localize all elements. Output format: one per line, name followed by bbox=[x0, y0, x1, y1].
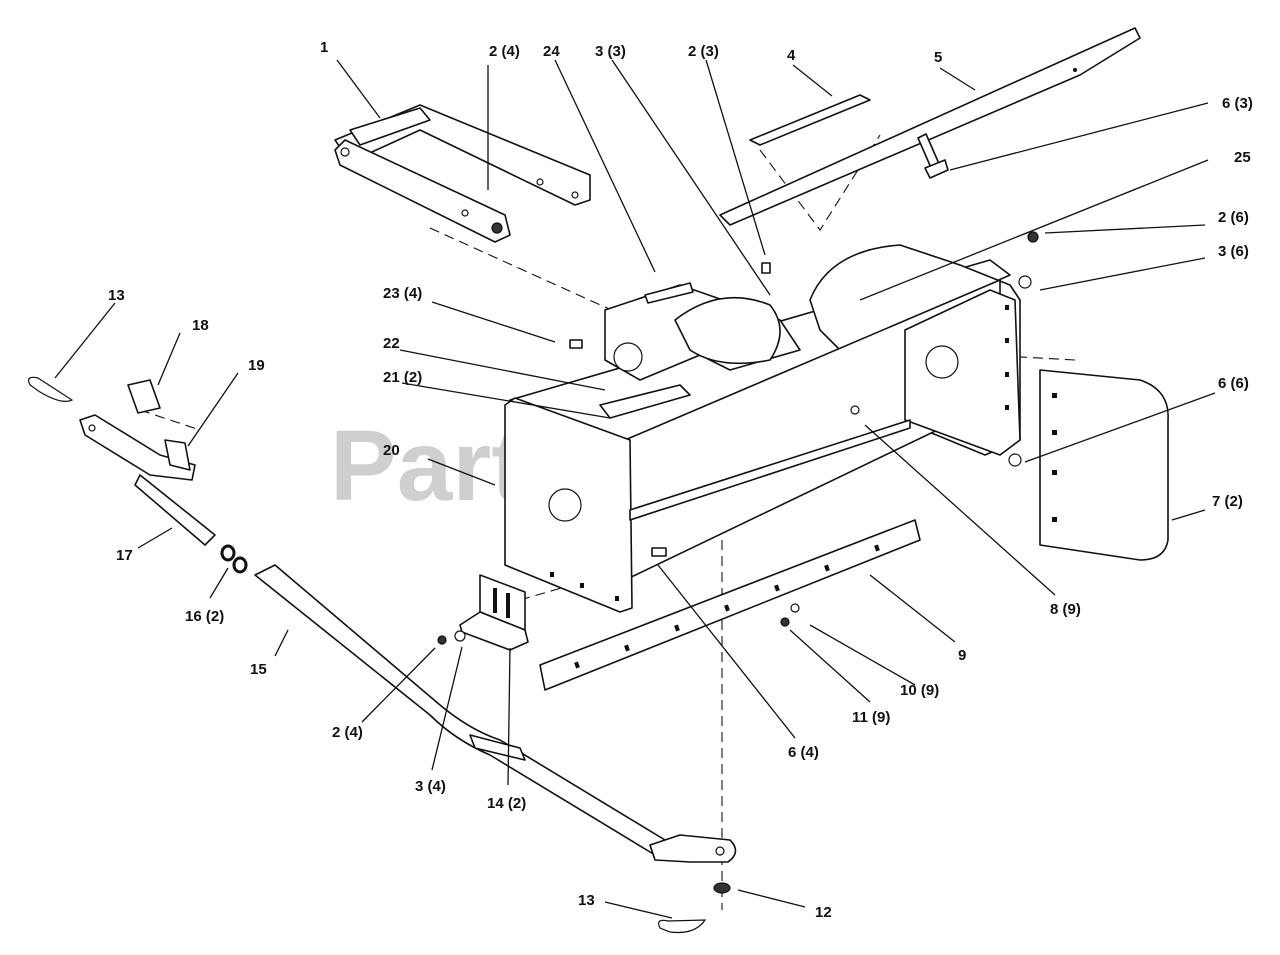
part-14-skid bbox=[459, 574, 529, 651]
callout-7-2: 7 (2) bbox=[1212, 493, 1243, 510]
callout-13-top: 13 bbox=[108, 287, 125, 304]
callout-15: 15 bbox=[250, 661, 267, 678]
part-6-bolt-top bbox=[917, 133, 949, 179]
assembly-line bbox=[759, 134, 881, 231]
nut-2-3 bbox=[761, 262, 771, 274]
callout-14-2: 14 (2) bbox=[487, 795, 526, 812]
nut-11 bbox=[780, 617, 790, 627]
bolt-8 bbox=[850, 405, 860, 415]
callout-23-4: 23 (4) bbox=[383, 285, 422, 302]
callout-1: 1 bbox=[320, 39, 328, 56]
callout-8-9: 8 (9) bbox=[1050, 601, 1081, 618]
callout-19: 19 bbox=[248, 357, 265, 374]
callout-12: 12 bbox=[815, 904, 832, 921]
part-13-pin-top bbox=[28, 376, 74, 402]
part-13-pin-bottom bbox=[658, 919, 707, 934]
nut-2-4 bbox=[437, 635, 447, 645]
main-housing bbox=[504, 244, 1021, 613]
callout-11-9: 11 (9) bbox=[852, 709, 890, 726]
callout-13-bottom: 13 bbox=[578, 892, 595, 909]
part-9-blade bbox=[539, 519, 921, 691]
washer-3-6 bbox=[1018, 275, 1032, 289]
assembly-line bbox=[139, 409, 201, 431]
callout-9: 9 bbox=[958, 647, 966, 664]
callout-20: 20 bbox=[383, 442, 400, 459]
part-1-frame bbox=[334, 104, 591, 243]
bolt-23 bbox=[569, 339, 583, 349]
part-7-side-plate bbox=[1039, 369, 1169, 561]
callout-18: 18 bbox=[192, 317, 209, 334]
callout-6-3: 6 (3) bbox=[1222, 95, 1253, 112]
callout-3-6: 3 (6) bbox=[1218, 243, 1249, 260]
bolt-6-4 bbox=[651, 547, 667, 557]
callout-2-4-top: 2 (4) bbox=[489, 43, 520, 60]
callout-17: 17 bbox=[116, 547, 133, 564]
callout-21-2: 21 (2) bbox=[383, 369, 422, 386]
callout-24: 24 bbox=[543, 43, 560, 60]
callout-5: 5 bbox=[934, 49, 942, 66]
callout-16-2: 16 (2) bbox=[185, 608, 224, 625]
callout-labels: 1 2 (4) 24 3 (3) 2 (3) 4 5 6 (3) 25 2 (6… bbox=[108, 39, 1253, 921]
part-15-pipe bbox=[254, 564, 737, 863]
callout-2-4-bottom: 2 (4) bbox=[332, 724, 363, 741]
leader-lines bbox=[54, 59, 1216, 919]
callout-22: 22 bbox=[383, 335, 400, 352]
washer-10 bbox=[790, 603, 800, 613]
washer-3-4 bbox=[454, 630, 466, 642]
bolt-6-6 bbox=[1008, 453, 1022, 467]
callout-3-4: 3 (4) bbox=[415, 778, 446, 795]
part-4-plate bbox=[749, 94, 871, 146]
part-5-plate bbox=[719, 27, 1141, 226]
part-19-bracket bbox=[164, 439, 191, 471]
callout-10-9: 10 (9) bbox=[900, 682, 939, 699]
callout-4: 4 bbox=[787, 47, 796, 64]
washer-12 bbox=[713, 882, 731, 894]
part-18-clip bbox=[127, 379, 161, 414]
callout-2-6: 2 (6) bbox=[1218, 209, 1249, 226]
callout-2-3: 2 (3) bbox=[688, 43, 719, 60]
part-17-handle bbox=[79, 414, 216, 546]
callout-3-3: 3 (3) bbox=[595, 43, 626, 60]
callout-6-6: 6 (6) bbox=[1218, 375, 1249, 392]
callout-25: 25 bbox=[1234, 149, 1251, 166]
part-16-washers bbox=[220, 544, 248, 574]
nut-2-6 bbox=[1027, 231, 1039, 243]
callout-6-4: 6 (4) bbox=[788, 744, 819, 761]
